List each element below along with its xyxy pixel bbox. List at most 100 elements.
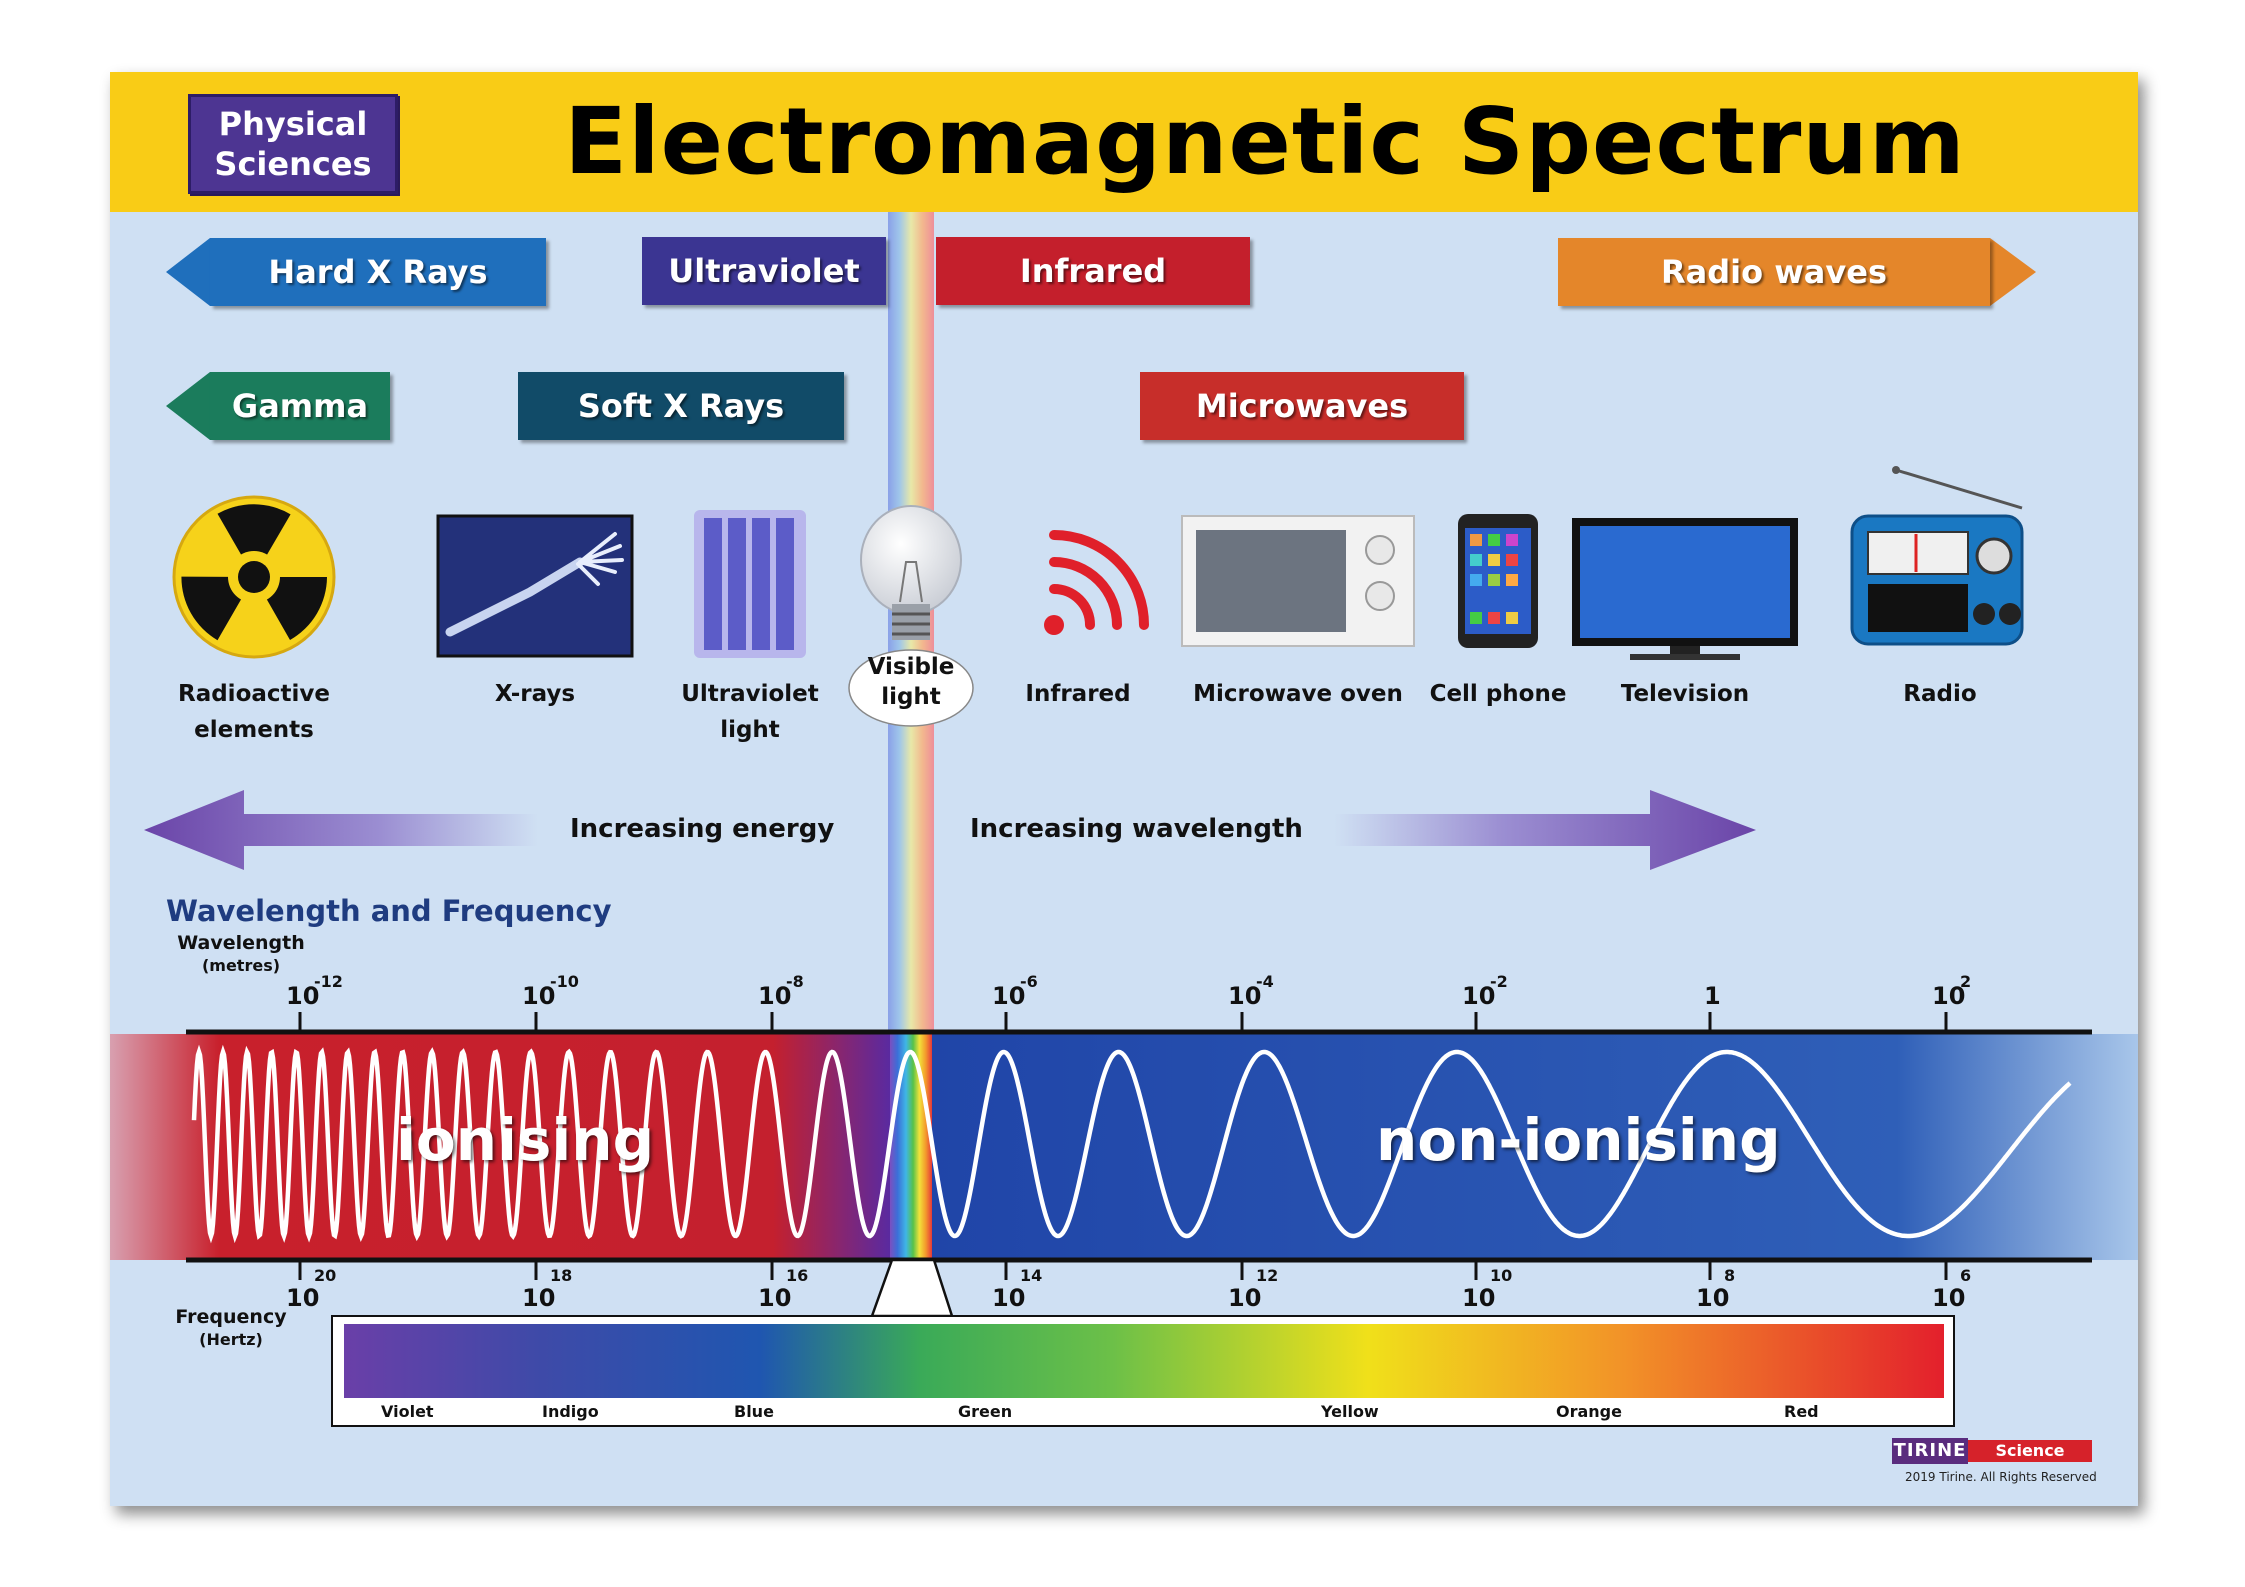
band-label-microwaves: Microwaves [1140, 372, 1464, 440]
wavelength-tick-exponent: -4 [1256, 972, 1274, 991]
wavelength-tick-base: 1 [1704, 982, 1721, 1010]
label-television: Television [1620, 681, 1750, 707]
ionising-label: ionising [396, 1106, 655, 1174]
frequency-tick-base: 10 [992, 1284, 1026, 1312]
frequency-tick-base: 10 [522, 1284, 556, 1312]
wavelength-tick-exponent: -8 [786, 972, 804, 991]
frequency-tick-base: 10 [1462, 1284, 1496, 1312]
frequency-tick-base: 10 [1696, 1284, 1730, 1312]
spectrum-poster: Physical Sciences Electromagnetic Spectr… [110, 72, 2138, 1506]
increasing-wavelength-label: Increasing wavelength [970, 814, 1303, 844]
band-label-soft-x-rays: Soft X Rays [518, 372, 844, 440]
frequency-tick-base: 10 [1932, 1284, 1966, 1312]
label-visible-line1: Visible [867, 654, 955, 680]
frequency-tick-exponent: 6 [1960, 1266, 1972, 1285]
color-name-yellow: Yellow [1321, 1402, 1379, 1421]
label-cell-phone: Cell phone [1429, 681, 1567, 707]
tirine-science-tag: Science [1968, 1440, 2092, 1462]
frequency-tick-exponent: 12 [1256, 1266, 1279, 1285]
band-label-gamma: Gamma [210, 372, 390, 440]
light-bulb-icon [860, 505, 962, 640]
label-ultraviolet-light: Ultraviolet light [650, 676, 850, 748]
wavelength-tick-base: 10 [522, 982, 556, 1010]
visible-band [890, 1034, 932, 1260]
non-ionising-label: non-ionising [1376, 1106, 1781, 1174]
frequency-tick-base: 10 [1228, 1284, 1262, 1312]
visible-funnel [870, 1258, 954, 1318]
frequency-tick-exponent: 14 [1020, 1266, 1043, 1285]
soft-x-rays-band [518, 372, 844, 440]
infrared-signal-icon [1044, 530, 1149, 635]
radio-waves-arrow [1558, 238, 2036, 306]
color-name-red: Red [1784, 1402, 1819, 1421]
frequency-axis-unit: (Hertz) [199, 1330, 263, 1349]
physical-sciences-badge: Physical Sciences [188, 94, 398, 194]
color-name-orange: Orange [1556, 1402, 1622, 1421]
spectrum-graphics [110, 212, 2138, 1427]
tick-marks [298, 1012, 1948, 1280]
page-title: Electromagnetic Spectrum [564, 88, 1966, 195]
frequency-tick-base: 10 [758, 1284, 792, 1312]
band-label-hard-x-rays: Hard X Rays [210, 238, 546, 306]
label-uv-line1: Ultraviolet [681, 681, 819, 707]
color-name-green: Green [958, 1402, 1013, 1421]
badge-line-2: Sciences [214, 145, 372, 183]
wavelength-tick-base: 10 [286, 982, 320, 1010]
frequency-tick-exponent: 16 [786, 1266, 809, 1285]
label-radioactive-elements: Radioactive elements [154, 676, 354, 748]
badge-line-1: Physical [218, 105, 368, 143]
xray-hand-icon [436, 514, 634, 658]
television-icon [1572, 518, 1798, 660]
wavelength-tick-base: 10 [758, 982, 792, 1010]
color-name-violet: Violet [381, 1402, 434, 1421]
microwaves-band [1140, 372, 1464, 440]
gamma-arrow [166, 372, 390, 440]
header-bar [110, 72, 2138, 212]
label-uv-line2: light [720, 717, 780, 743]
ultraviolet-band [642, 237, 886, 305]
frequency-tick-exponent: 8 [1724, 1266, 1736, 1285]
tirine-logo: TIRINE [1892, 1438, 1968, 1464]
label-radio: Radio [1903, 681, 1977, 707]
frequency-tick-exponent: 18 [550, 1266, 573, 1285]
wavelength-axis-label: Wavelength [177, 932, 305, 954]
frequency-tick-exponent: 10 [1490, 1266, 1513, 1285]
visible-light-bubble [848, 649, 974, 727]
visible-color-bar [344, 1324, 1944, 1398]
uv-light-icon [694, 510, 806, 658]
label-microwave-oven: Microwave oven [1193, 681, 1403, 707]
wavelength-tick-base: 10 [1932, 982, 1966, 1010]
color-name-blue: Blue [734, 1402, 774, 1421]
increasing-energy-label: Increasing energy [570, 814, 835, 844]
radio-icon [1850, 466, 2024, 646]
label-visible-light: Visible light [851, 652, 971, 712]
frequency-tick-exponent: 20 [314, 1266, 337, 1285]
wavelength-tick-base: 10 [1462, 982, 1496, 1010]
frequency-axis-label: Frequency [175, 1306, 287, 1328]
wavelength-tick-base: 10 [992, 982, 1026, 1010]
band-label-radio-waves: Radio waves [1558, 238, 1990, 306]
label-visible-line2: light [881, 684, 941, 710]
wavelength-axis-unit: (metres) [201, 956, 281, 975]
label-x-rays: X-rays [494, 681, 576, 707]
wavelength-tick-exponent: -6 [1020, 972, 1038, 991]
wave-line [191, 1044, 2072, 1244]
copyright-text: 2019 Tirine. All Rights Reserved [1905, 1470, 2097, 1484]
hard-x-rays-arrow [166, 238, 546, 306]
infrared-band [936, 237, 1250, 305]
wavelength-tick-exponent: -12 [314, 972, 343, 991]
wavelength-frequency-title: Wavelength and Frequency [166, 894, 612, 928]
wavelength-tick-base: 10 [1228, 982, 1262, 1010]
label-infrared: Infrared [1025, 681, 1131, 707]
microwave-oven-icon [1181, 515, 1415, 647]
increasing-energy-arrow [144, 790, 538, 870]
wavelength-tick-exponent: 2 [1960, 972, 1972, 991]
label-radioactive-line1: Radioactive [177, 681, 330, 707]
band-label-infrared: Infrared [936, 237, 1250, 305]
wavelength-tick-exponent: -2 [1490, 972, 1508, 991]
color-name-indigo: Indigo [542, 1402, 599, 1421]
radioactive-icon [172, 495, 336, 659]
cell-phone-icon [1458, 514, 1538, 648]
label-radioactive-line2: elements [194, 717, 314, 743]
increasing-wavelength-arrow [1334, 790, 1756, 870]
